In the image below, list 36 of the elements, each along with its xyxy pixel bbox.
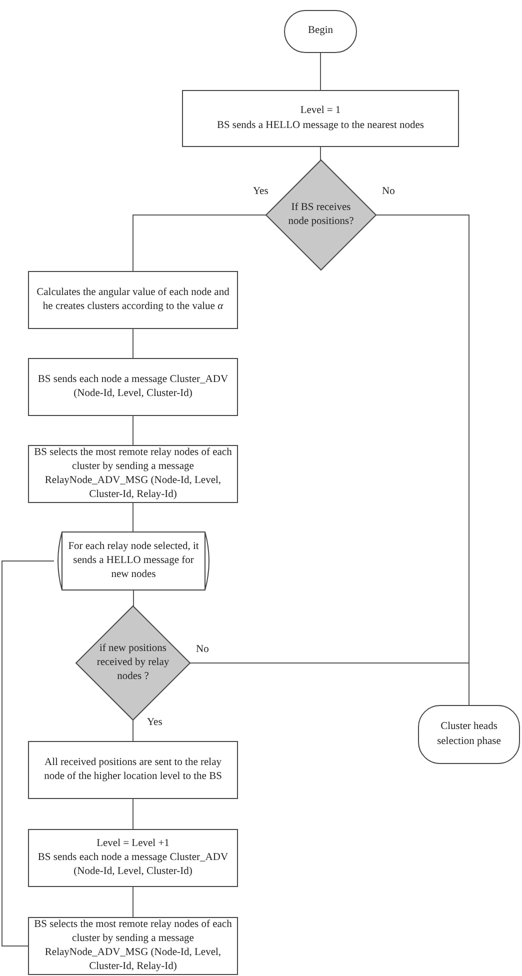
step-text: Cluster heads selection phase [436,720,502,748]
connector-line [132,328,134,358]
terminator-box [284,10,357,53]
step-text: BS selects the most remote relay nodes of each cluster by sending a message RelayNode_ADV_MSG (Node-Id, Level, Cluster-Id, Relay-Id) [33,918,233,974]
step-text: Begin [306,24,334,38]
step-text: BS selects the most remote relay nodes of each cluster by sending a message RelayNode_ADV_MSG (Node-Id, Level, Cluster-Id, Relay-Id) [33,446,233,502]
decision-text: if new positions received by relay nodes ? [96,642,170,684]
process-box [28,741,238,799]
step-text: Level = Level +1 [96,836,170,851]
connector-line [320,146,321,160]
connector-line [132,798,134,830]
step-text: BS sends each node a message Cluster_ADV (Node-Id, Level, Cluster-Id) [36,850,230,880]
process-box [28,358,238,416]
step-text: BS sends each node a message Cluster_ADV (Node-Id, Level, Cluster-Id) [36,372,230,401]
step-text: Level = 1 [299,104,342,118]
connector-line [132,886,134,918]
decision-text: If BS receives node positions? [287,200,355,229]
decision-diamond [266,160,376,270]
connector-line [132,502,134,532]
process-box [182,90,459,147]
connector-line [132,416,134,446]
process-box [28,829,238,887]
step-text: BS sends a HELLO message to the nearest nodes [216,118,426,132]
step-text: All received positions are sent to the relay node of the higher location level to the BS [43,756,223,784]
decision-diamond [76,606,190,720]
step-text: For each relay node selected, it sends a HELLO message for new nodes [67,540,200,582]
connector-line [376,214,470,706]
connector-line [132,214,266,272]
connector-line [190,662,470,664]
connector-line [2,560,54,946]
process-box [28,271,238,329]
connector-line [133,590,134,606]
connector-line [320,52,321,90]
connector-line [132,720,134,742]
step-text: Calculates the angular value of each node and he creates clusters according to the value α [36,286,230,314]
terminator-box [418,705,520,764]
